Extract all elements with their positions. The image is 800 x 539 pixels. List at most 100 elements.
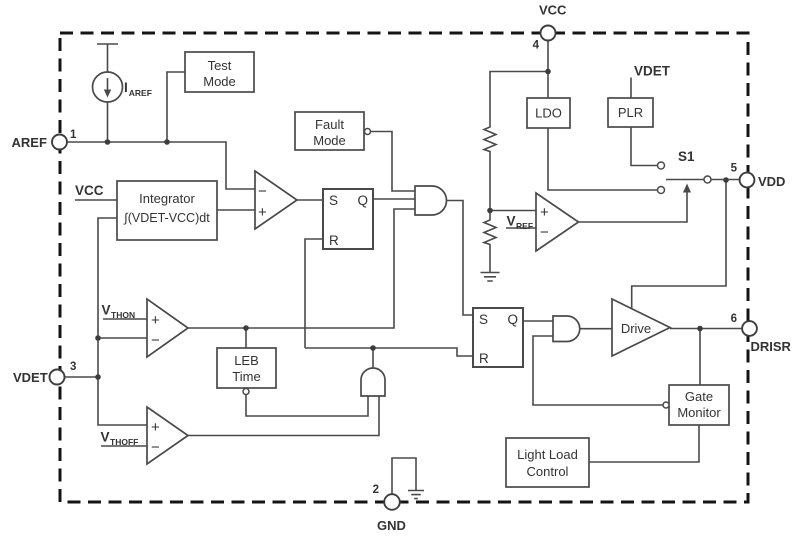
ldo-block xyxy=(526,97,571,129)
wire-fault-to-and1 xyxy=(370,130,415,192)
vdd-pin xyxy=(738,171,756,189)
junction-dot xyxy=(243,325,249,331)
integrator-block xyxy=(116,180,218,241)
vdet-pin-number: 3 xyxy=(70,361,76,373)
wire-latch1-r xyxy=(304,238,323,348)
vthoff-label: VTHOFF xyxy=(101,430,139,448)
and-gate-3 xyxy=(552,315,581,343)
and-gate-1 xyxy=(414,185,448,216)
aref-pin xyxy=(51,133,68,151)
vthon-comparator-triangle xyxy=(146,297,190,359)
junction-dot xyxy=(370,345,376,351)
signal-labels: IAREF VCC VTHON VTHOFF VREF VDET S1 xyxy=(75,64,695,448)
plus-sign: + xyxy=(258,204,267,221)
vdet-pin-label: VDET xyxy=(13,370,48,385)
wire-current-source-rail xyxy=(97,43,118,72)
light-load-label-1: Light Load xyxy=(517,447,578,462)
latch1-s-label: S xyxy=(329,193,338,208)
s1-label: S1 xyxy=(678,149,695,164)
sr-latch-1: S Q R xyxy=(322,188,374,250)
integrator-comparator: − + xyxy=(254,169,299,231)
ground-divider xyxy=(480,271,500,282)
drive-label: Drive xyxy=(621,321,651,336)
minus-sign: − xyxy=(151,439,160,456)
vthoff-comparator-triangle xyxy=(146,405,190,466)
gate-monitor-label-1: Gate xyxy=(685,389,713,404)
sr-latch-2: S Q R xyxy=(472,307,524,368)
wire-gnd-pin xyxy=(391,457,417,494)
resistor-lower xyxy=(481,218,499,246)
and-gate-2 xyxy=(360,367,386,397)
wire-ldo-out xyxy=(547,128,658,191)
aref-pin-label: AREF xyxy=(12,135,47,150)
latch2-box xyxy=(472,307,524,368)
function-blocks: Test Mode Fault Mode Integrator ∫(VDET-V… xyxy=(116,51,730,488)
vcc-pin-number: 4 xyxy=(533,40,540,52)
minus-sign: − xyxy=(258,183,267,200)
fault-mode-block xyxy=(294,111,365,151)
junction-dot xyxy=(164,139,170,145)
gnd-pin-number: 2 xyxy=(373,484,379,496)
plus-sign: + xyxy=(151,312,160,329)
light-load-label-2: Control xyxy=(527,464,569,479)
junction-dot xyxy=(545,68,551,75)
leb-time-label-1: LEB xyxy=(234,353,259,368)
junction-dot xyxy=(104,139,111,145)
resistor-upper xyxy=(481,125,499,153)
vdet-input-label: VDET xyxy=(634,64,671,79)
latch2-r-label: R xyxy=(479,351,489,366)
drive-buffer: Drive xyxy=(611,297,672,358)
minus-sign: − xyxy=(540,224,549,241)
junction-dot xyxy=(95,374,101,380)
test-mode-label-1: Test xyxy=(208,58,232,73)
current-source-arrow-head xyxy=(103,89,112,98)
wire-vdd-to-drive xyxy=(630,180,727,308)
latch1-r-label: R xyxy=(329,233,339,248)
plus-sign: + xyxy=(151,419,160,436)
wire-monitor-feedback xyxy=(532,335,663,406)
vref-label: VREF xyxy=(507,214,534,232)
current-source xyxy=(91,71,124,103)
s1-pole xyxy=(703,175,712,184)
latch2-q-label: Q xyxy=(507,312,518,327)
junction-dot xyxy=(95,335,101,341)
wire-aref-bus xyxy=(67,71,255,190)
drisr-pin-label: DRISR xyxy=(751,339,792,354)
leb-time-label-2: Time xyxy=(232,369,260,384)
fault-mode-output-bubble xyxy=(363,127,372,136)
wire-and1-to-latch2-s xyxy=(446,199,473,316)
s1-control-arrow-head xyxy=(683,183,691,193)
plr-label: PLR xyxy=(618,105,643,120)
latch1-box xyxy=(322,188,374,250)
wire-vref-out xyxy=(578,191,688,223)
integrator-comparator-triangle xyxy=(254,169,299,231)
ic-boundary xyxy=(58,31,750,504)
drisr-pin xyxy=(741,320,758,337)
gate-monitor-label-2: Monitor xyxy=(677,405,721,420)
wire-vthon-out xyxy=(188,208,415,329)
fault-mode-label-1: Fault xyxy=(315,117,344,132)
vdd-pin-number: 5 xyxy=(731,163,738,175)
s1-switch xyxy=(656,161,712,195)
wire-monitor-to-llc xyxy=(589,425,700,463)
junction-dot xyxy=(487,207,493,214)
junction-dot xyxy=(723,177,729,183)
minus-sign: − xyxy=(151,332,160,349)
wire-reset-bus xyxy=(305,347,473,368)
junction-dots xyxy=(95,68,729,380)
wire-integrator-io xyxy=(64,199,255,426)
gnd-pin-label: GND xyxy=(377,518,406,533)
drive-triangle xyxy=(611,297,672,358)
fault-mode-label-2: Mode xyxy=(313,133,346,148)
ground-gnd-pin xyxy=(408,489,424,500)
wire-vthoff-out xyxy=(188,396,380,437)
gate-monitor-input-bubble xyxy=(662,401,670,409)
vref-comparator-triangle xyxy=(535,191,581,253)
vdet-pin xyxy=(48,368,66,386)
drisr-pin-number: 6 xyxy=(731,313,737,325)
s1-contact-lower xyxy=(656,185,666,195)
plus-sign: + xyxy=(540,204,549,221)
integrator-label: Integrator xyxy=(139,191,195,206)
vcc-pin-label: VCC xyxy=(539,3,567,18)
